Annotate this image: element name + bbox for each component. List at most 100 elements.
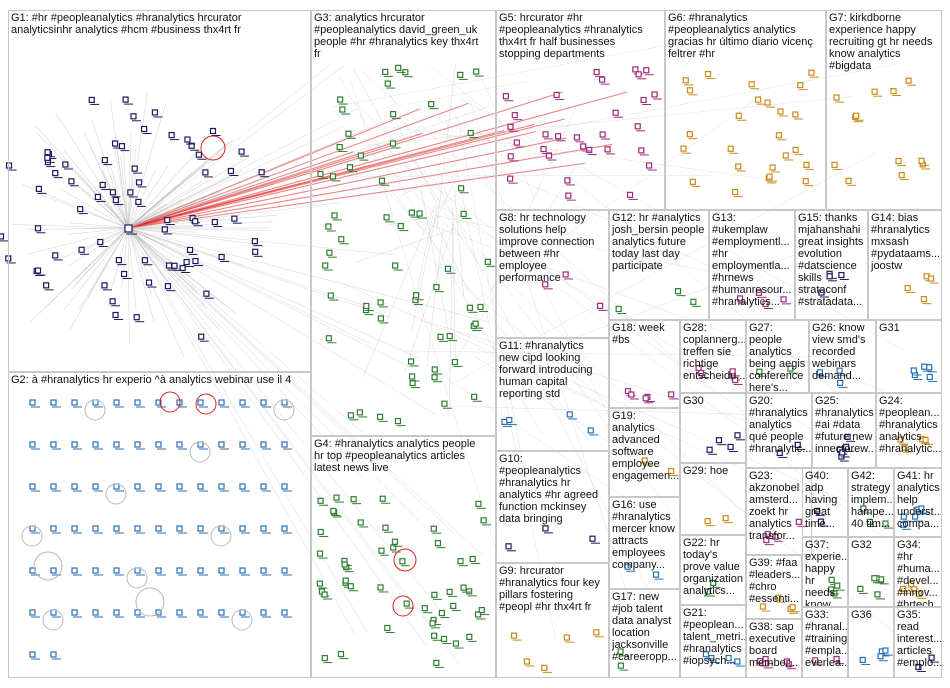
edge xyxy=(454,189,464,298)
edge xyxy=(127,91,628,229)
node xyxy=(732,376,739,384)
node xyxy=(598,76,606,83)
node xyxy=(155,567,162,574)
edge xyxy=(63,227,129,311)
edge xyxy=(420,319,793,436)
group-g13: G13: #ukemplaw #employmentl... #hr emplo… xyxy=(709,210,795,320)
edge xyxy=(127,227,370,344)
node xyxy=(336,143,343,151)
node xyxy=(168,131,175,139)
node xyxy=(0,233,5,240)
node xyxy=(431,591,438,598)
node xyxy=(260,567,267,574)
node xyxy=(573,134,581,141)
node xyxy=(171,262,178,269)
node xyxy=(472,320,479,327)
edge xyxy=(67,227,129,235)
group-label: G20: #hranalytics analytics qué people #… xyxy=(749,395,812,455)
node xyxy=(127,189,134,196)
node xyxy=(818,289,825,296)
node xyxy=(510,632,518,639)
node xyxy=(339,106,346,113)
node xyxy=(915,590,922,597)
node xyxy=(833,94,840,101)
node xyxy=(755,289,762,296)
node xyxy=(599,131,606,138)
node xyxy=(407,358,415,365)
node xyxy=(467,129,474,137)
node xyxy=(473,68,480,75)
group-g17: G17: new #job talent data analyst locati… xyxy=(609,589,680,678)
edge xyxy=(35,125,129,229)
edge xyxy=(127,148,200,229)
node xyxy=(115,257,123,264)
node xyxy=(444,265,452,272)
edge xyxy=(127,227,130,343)
self-loop xyxy=(195,393,217,415)
edge xyxy=(458,97,905,351)
node xyxy=(617,648,624,655)
node xyxy=(900,513,907,520)
node xyxy=(795,518,802,525)
edge xyxy=(417,215,433,289)
node xyxy=(910,367,917,374)
self-loop xyxy=(210,525,232,547)
edge xyxy=(127,227,137,308)
group-g9: G9: hrcurator #hranalytics four key pill… xyxy=(496,563,609,678)
edge xyxy=(353,68,422,195)
node xyxy=(450,602,457,610)
node xyxy=(652,571,660,578)
edge xyxy=(127,227,155,322)
node xyxy=(71,567,78,574)
node xyxy=(133,314,140,321)
node xyxy=(836,367,843,374)
node xyxy=(866,518,873,526)
group-label: G33: #hranal... #training #empla... ever… xyxy=(805,609,848,669)
node xyxy=(197,399,204,406)
node xyxy=(698,369,705,377)
edge xyxy=(127,227,386,313)
edge xyxy=(127,92,148,229)
edge xyxy=(426,228,444,368)
self-loop xyxy=(200,135,226,161)
node xyxy=(769,164,776,171)
node xyxy=(478,606,485,614)
group-g2: G2: à #hranalytics hr experio ^à analyti… xyxy=(8,372,311,678)
edge xyxy=(349,78,501,565)
node xyxy=(218,483,225,490)
node xyxy=(176,567,183,574)
node xyxy=(702,651,710,658)
node xyxy=(390,544,397,551)
node xyxy=(735,163,742,170)
group-g31: G31 xyxy=(876,320,942,393)
node xyxy=(338,236,345,243)
edge xyxy=(127,165,169,229)
edge xyxy=(352,174,712,177)
node xyxy=(192,257,199,265)
group-label: G22: hr today's prove value organization… xyxy=(683,537,743,597)
group-label: G7: kirkdborne experience happy recruiti… xyxy=(829,12,933,72)
node xyxy=(99,181,106,189)
edge xyxy=(482,80,535,198)
node xyxy=(377,299,384,306)
edge xyxy=(388,217,424,225)
node xyxy=(553,91,560,99)
node xyxy=(239,483,246,490)
node xyxy=(155,525,162,532)
node xyxy=(260,483,267,490)
node xyxy=(777,108,784,115)
node xyxy=(341,561,348,568)
group-g5: G5: hrcurator #hr #peopleanalytics #hran… xyxy=(496,10,665,210)
edge xyxy=(458,121,529,496)
edge xyxy=(127,65,344,229)
edge xyxy=(90,148,129,229)
node xyxy=(727,145,734,152)
node xyxy=(797,82,804,89)
node xyxy=(710,579,717,587)
edge xyxy=(127,63,331,229)
edge xyxy=(120,155,129,229)
node xyxy=(135,198,142,206)
edge xyxy=(429,192,460,215)
node xyxy=(337,650,345,658)
